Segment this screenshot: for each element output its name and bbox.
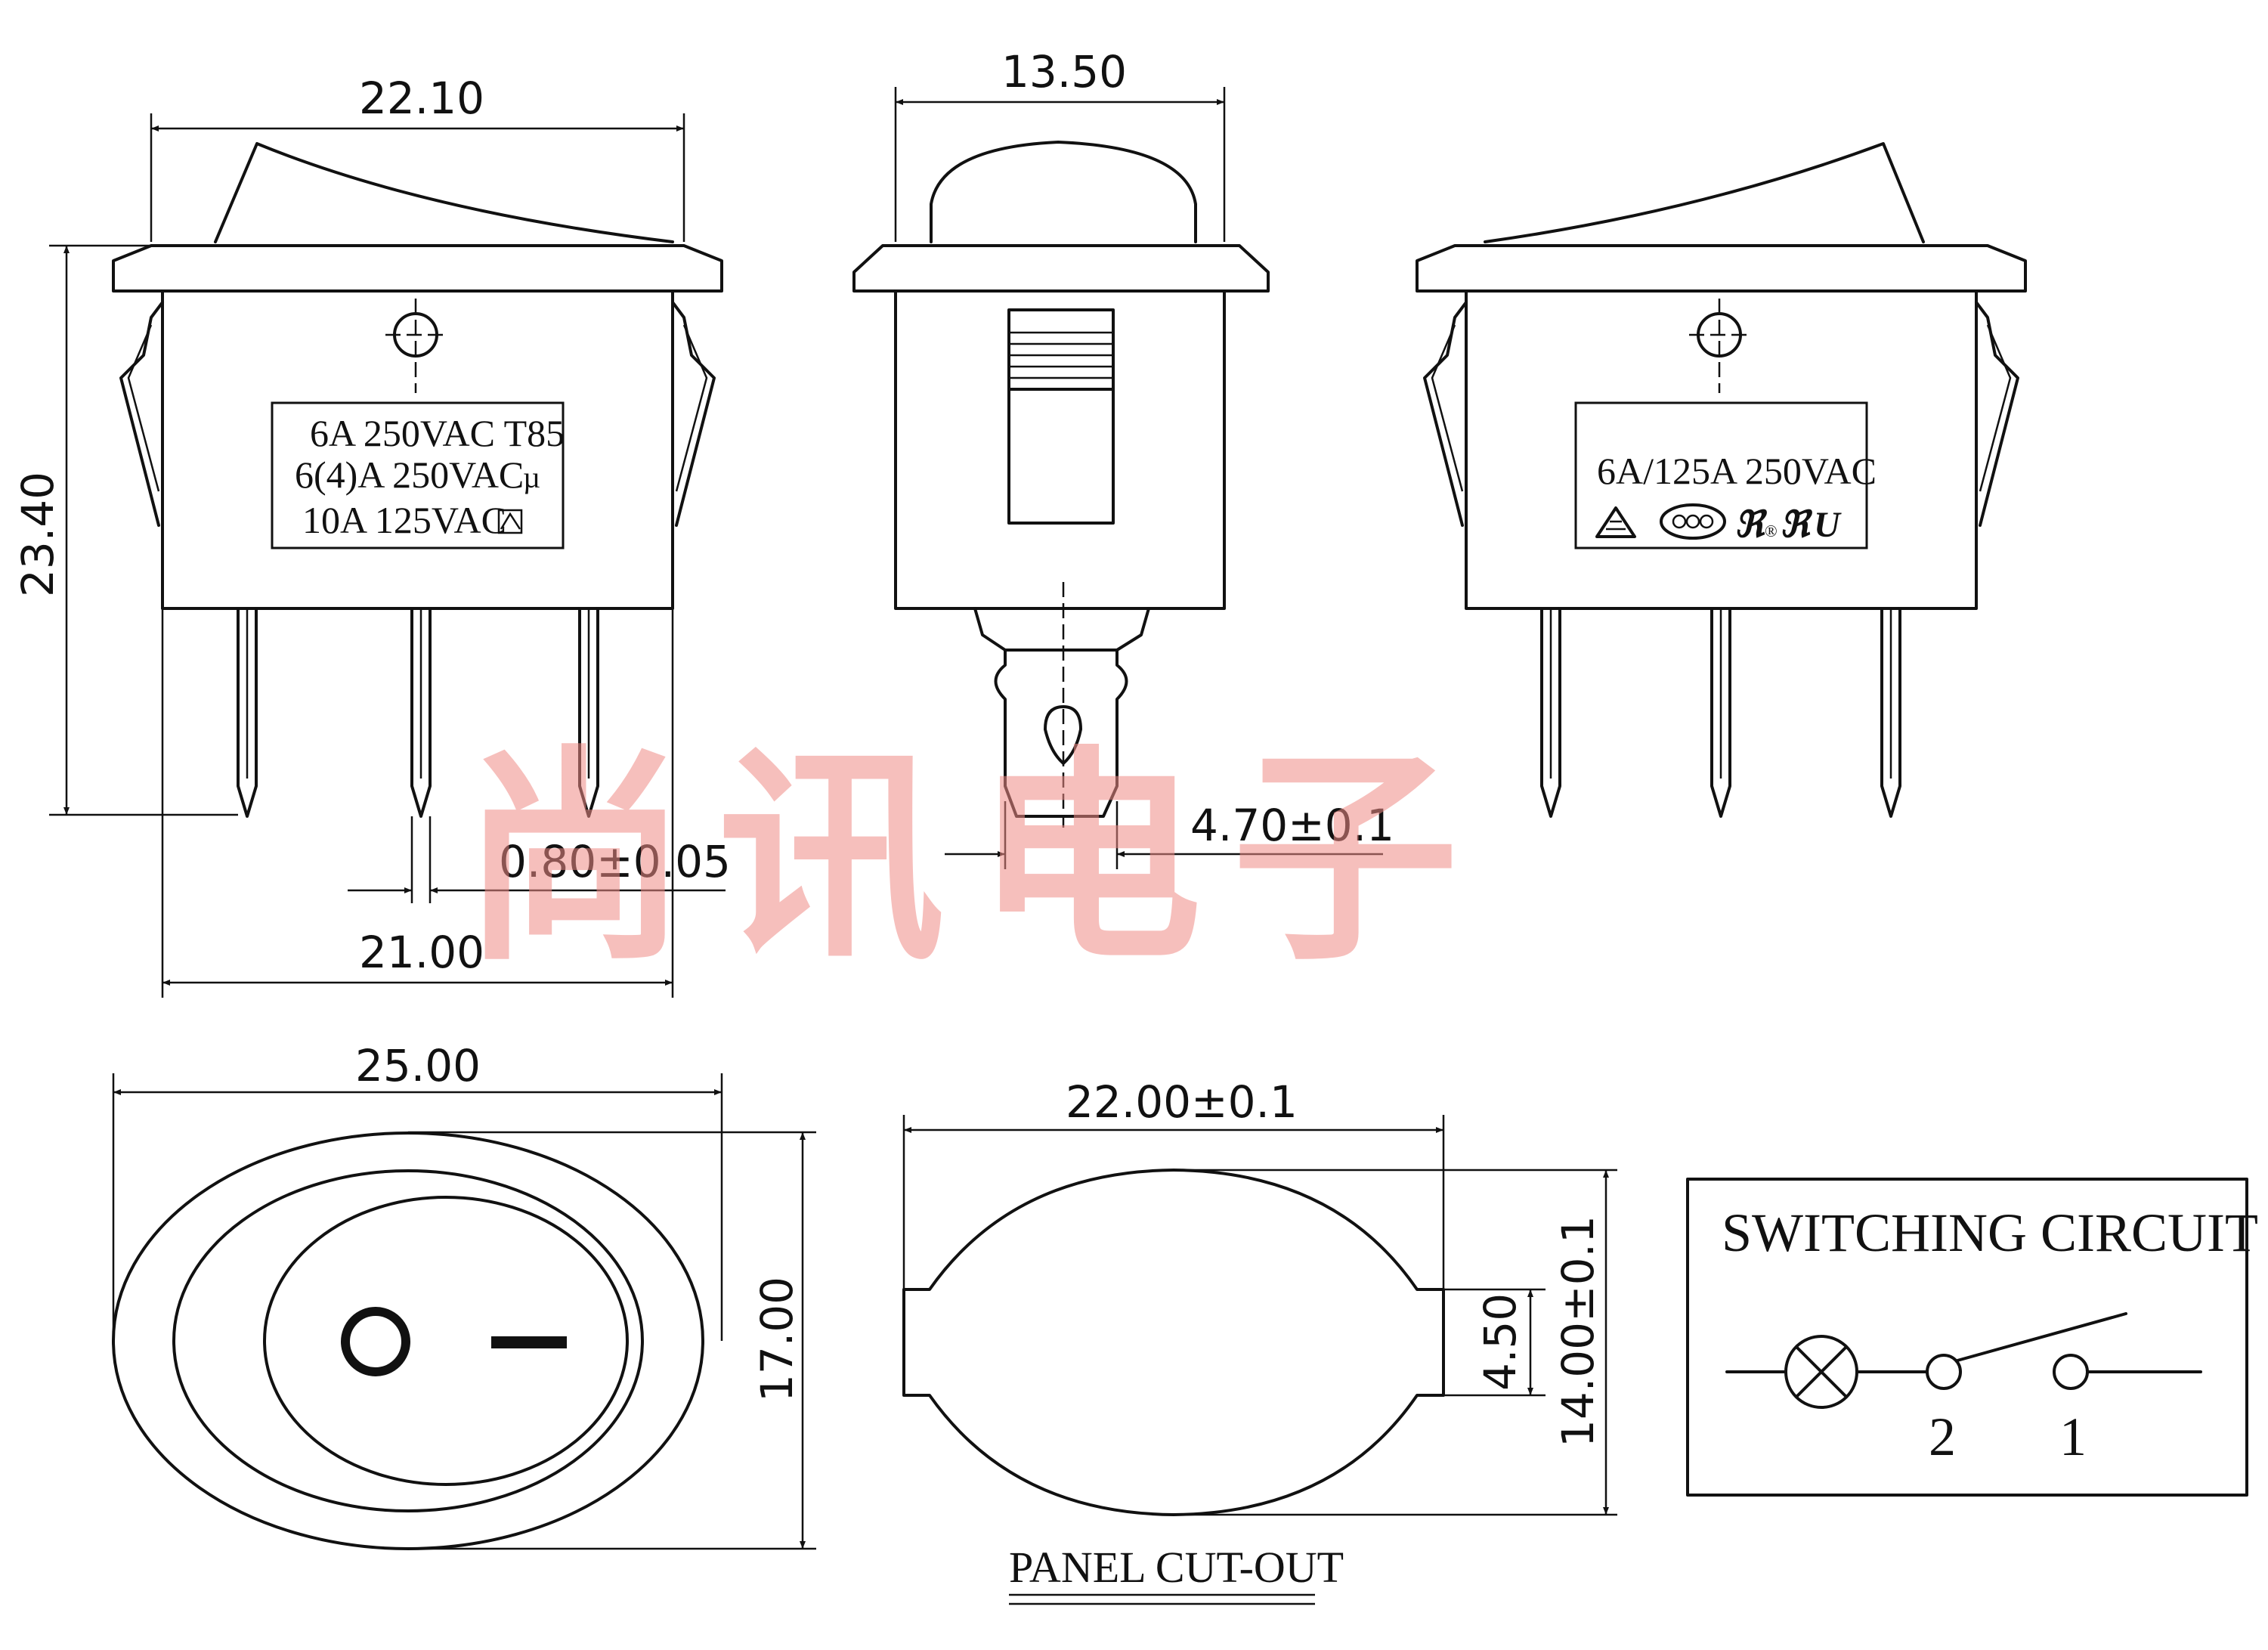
panel-cutout-title: PANEL CUT-OUT — [1009, 1543, 1344, 1592]
circuit-title: SWITCHING CIRCUIT — [1722, 1203, 2258, 1263]
dim-25-00: 25.00 — [112, 1040, 723, 1341]
svg-text:U: U — [1814, 505, 1842, 545]
svg-text:4.70±0.1: 4.70±0.1 — [1190, 800, 1394, 851]
side-view — [852, 141, 1270, 828]
svg-text:13.50: 13.50 — [1001, 46, 1127, 98]
dim-22-10: 22.10 — [150, 73, 685, 242]
dim-0-80: 0.80±0.05 — [348, 816, 731, 903]
terminal-2-label: 2 — [1929, 1407, 1956, 1467]
watermark-text: 尚讯电子 — [461, 724, 1489, 991]
svg-text:17.00: 17.00 — [751, 1277, 803, 1402]
dim-22-00: 22.00±0.1 — [902, 1076, 1445, 1289]
terminal-1-icon — [2053, 1354, 2089, 1390]
dim-17-00: 17.00 — [408, 1131, 816, 1550]
dim-21-00: 21.00 — [161, 608, 674, 998]
rear-view: 6A/125A 250VAC ℜ ® ℜ U — [1416, 142, 2027, 818]
front-view: 6A 250VAC T85 6(4)A 250VAC 10A 125VAC µ — [112, 142, 723, 818]
quick-connect-terminal — [973, 582, 1150, 828]
on-symbol-icon — [491, 1336, 567, 1348]
svg-text:23.40: 23.40 — [12, 472, 63, 597]
spec-line-2: 6(4)A 250VAC — [295, 454, 524, 496]
bezel-front-view — [112, 1131, 704, 1550]
rating-text: 6A/125A 250VAC — [1597, 450, 1877, 492]
terminal-2-icon — [1926, 1354, 1962, 1390]
svg-text:14.00±0.1: 14.00±0.1 — [1552, 1215, 1604, 1447]
svg-text:25.00: 25.00 — [355, 1040, 481, 1091]
terminal-pins — [237, 607, 599, 818]
svg-text:®: ® — [1765, 522, 1778, 540]
svg-text:22.10: 22.10 — [359, 73, 484, 124]
svg-text:21.00: 21.00 — [359, 927, 484, 978]
spec-line-1: 6A 250VAC T85 — [310, 412, 565, 454]
dim-14-00: 14.00±0.1 — [1174, 1169, 1617, 1516]
dim-4-70: 4.70±0.1 — [945, 800, 1394, 869]
svg-text:ℜ: ℜ — [1780, 505, 1813, 545]
dim-13-50: 13.50 — [894, 46, 1226, 242]
svg-text:µ: µ — [523, 460, 540, 494]
dim-23-40: 23.40 — [12, 244, 238, 816]
switching-circuit-box: SWITCHING CIRCUIT 2 1 — [1686, 1178, 2258, 1497]
rear-terminal-pins — [1540, 607, 1901, 818]
off-symbol-icon — [341, 1307, 410, 1376]
dim-4-50: 4.50 — [1443, 1288, 1546, 1397]
cert-mark-icon: µ — [497, 460, 540, 534]
panel-cutout-view — [902, 1169, 1445, 1516]
svg-text:0.80±0.05: 0.80±0.05 — [499, 836, 731, 887]
svg-text:4.50: 4.50 — [1474, 1293, 1526, 1391]
svg-text:ℜ: ℜ — [1734, 505, 1768, 545]
certification-icons: ℜ ® ℜ U — [1595, 503, 1842, 545]
spec-line-3: 10A 125VAC — [302, 499, 506, 541]
svg-text:22.00±0.1: 22.00±0.1 — [1066, 1076, 1298, 1128]
terminal-1-label: 1 — [2059, 1407, 2087, 1467]
